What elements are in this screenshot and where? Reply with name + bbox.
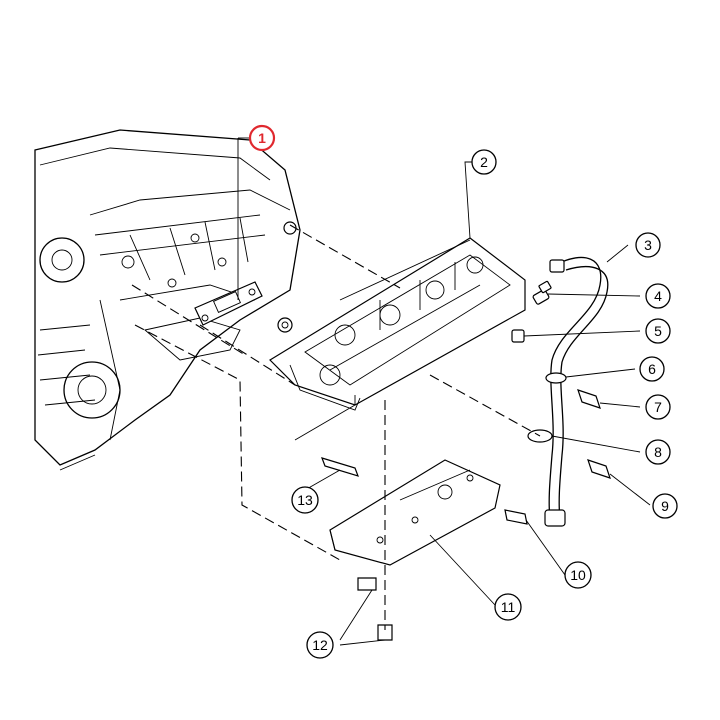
callout-9-label: 9 bbox=[661, 498, 669, 514]
bolt-part-7 bbox=[577, 389, 601, 409]
seal-ring bbox=[277, 221, 297, 333]
bolts-part-12 bbox=[357, 577, 393, 641]
callout-1: 1 bbox=[248, 124, 276, 152]
callout-2: 2 bbox=[471, 149, 497, 175]
callout-4-label: 4 bbox=[654, 288, 662, 304]
oil-pan-part-2 bbox=[269, 237, 526, 411]
fitting-part-4 bbox=[532, 280, 552, 305]
leader-lines bbox=[237, 137, 651, 646]
callout-4: 4 bbox=[645, 283, 671, 309]
callout-8: 8 bbox=[645, 439, 671, 465]
bracket-part-11 bbox=[329, 459, 501, 566]
callout-12: 12 bbox=[306, 631, 334, 659]
stud-part-13 bbox=[321, 457, 359, 477]
bolt-part-10 bbox=[504, 509, 528, 525]
callout-7: 7 bbox=[645, 394, 671, 420]
fitting-part-5 bbox=[511, 329, 525, 343]
callout-11: 11 bbox=[494, 593, 522, 621]
callout-3: 3 bbox=[635, 232, 661, 258]
callout-1-label: 1 bbox=[258, 130, 266, 146]
clamp-part-6 bbox=[545, 372, 567, 384]
engine-block bbox=[34, 129, 301, 471]
callout-12-label: 12 bbox=[312, 637, 328, 653]
callout-11-label: 11 bbox=[501, 599, 516, 615]
callout-13: 13 bbox=[291, 486, 319, 514]
callout-5: 5 bbox=[645, 318, 671, 344]
gasket-part-1 bbox=[194, 281, 263, 326]
callout-6-label: 6 bbox=[648, 361, 656, 377]
bolt-part-9 bbox=[587, 459, 611, 479]
callout-2-label: 2 bbox=[480, 154, 488, 170]
callout-9: 9 bbox=[652, 493, 678, 519]
callout-10: 10 bbox=[564, 561, 592, 589]
dipstick-tube-part-3 bbox=[544, 256, 609, 527]
callout-13-label: 13 bbox=[297, 492, 313, 508]
callout-8-label: 8 bbox=[654, 444, 662, 460]
alignment-lines bbox=[131, 224, 541, 630]
callout-6: 6 bbox=[639, 356, 665, 382]
callout-5-label: 5 bbox=[654, 323, 662, 339]
callout-3-label: 3 bbox=[644, 237, 652, 253]
callout-10-label: 10 bbox=[570, 567, 586, 583]
callout-7-label: 7 bbox=[654, 399, 662, 415]
